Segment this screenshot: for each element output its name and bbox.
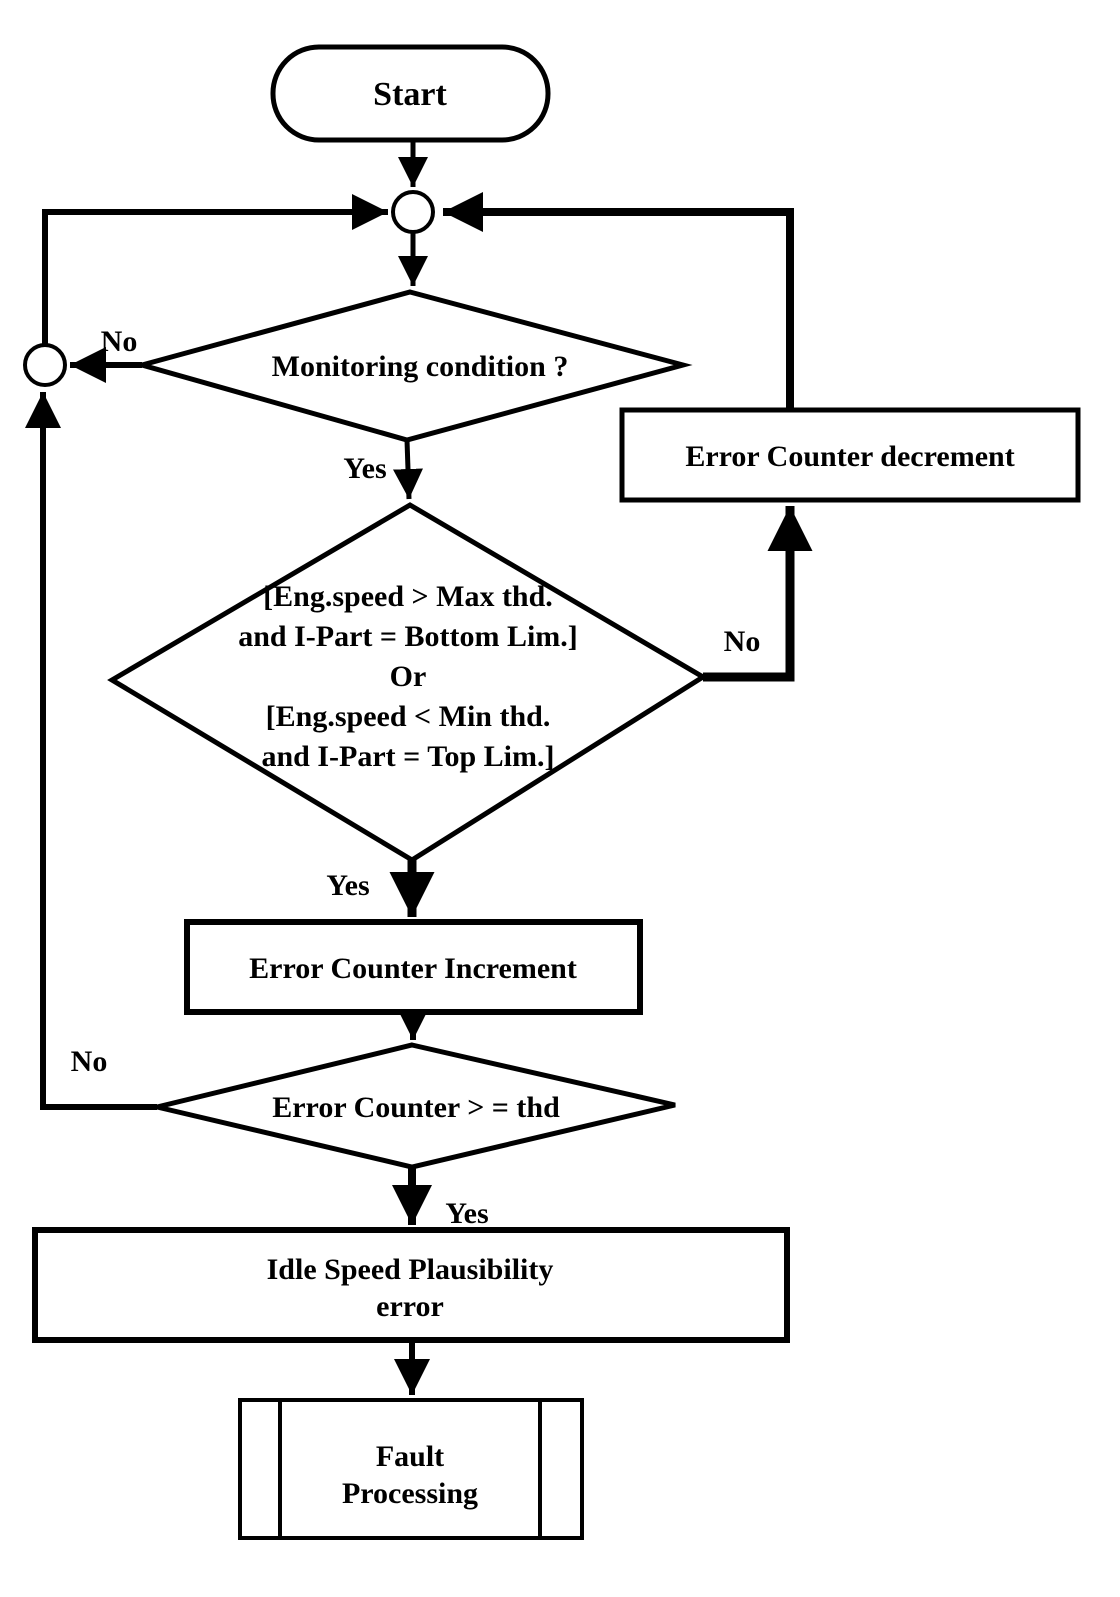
fault-processing-line-2: Processing bbox=[342, 1477, 478, 1510]
monitoring-decision-diamond bbox=[132, 289, 693, 443]
error-counter-decrement-label: Error Counter decrement bbox=[685, 440, 1014, 473]
idle-speed-error-line-2: error bbox=[376, 1290, 444, 1323]
fault-processing-line-1: Fault bbox=[376, 1440, 444, 1473]
error-counter-decision-label: Error Counter > = thd bbox=[272, 1091, 560, 1124]
monitoring-yes-label: Yes bbox=[343, 452, 386, 485]
condition-line-5: and I-Part = Top Lim.] bbox=[262, 740, 555, 773]
edge-monitoring-yes bbox=[392, 439, 423, 500]
monitoring-decision-label: Monitoring condition ? bbox=[272, 350, 569, 383]
error-counter-no-label: No bbox=[71, 1045, 108, 1078]
idle-speed-error-line-1: Idle Speed Plausibility bbox=[267, 1253, 554, 1286]
error-counter-decision-diamond bbox=[156, 1042, 676, 1170]
condition-line-4: [Eng.speed < Min thd. bbox=[266, 700, 551, 733]
edge-condition-no bbox=[703, 506, 813, 682]
fault-processing-box bbox=[238, 1398, 584, 1540]
condition-line-2: and I-Part = Bottom Lim.] bbox=[238, 620, 578, 653]
edge-left-loop-to-junction bbox=[42, 194, 388, 346]
condition-line-3: Or bbox=[390, 660, 427, 693]
start-label: Start bbox=[373, 76, 447, 113]
error-counter-yes-label: Yes bbox=[445, 1197, 488, 1230]
condition-yes-label: Yes bbox=[326, 869, 369, 902]
idle-speed-error-box bbox=[32, 1227, 790, 1343]
error-counter-increment-box bbox=[184, 919, 643, 1015]
condition-decision-diamond bbox=[107, 502, 708, 863]
condition-line-1: [Eng.speed > Max thd. bbox=[263, 580, 553, 613]
error-counter-decrement-box bbox=[619, 407, 1081, 503]
start-terminator bbox=[270, 44, 551, 143]
junction-connector-top bbox=[391, 190, 435, 234]
junction-connector-left bbox=[23, 343, 67, 387]
edge-decrement-to-junction bbox=[443, 192, 794, 410]
edge-errorcounter-no bbox=[24, 392, 157, 1110]
error-counter-increment-label: Error Counter Increment bbox=[249, 952, 577, 985]
condition-no-label: No bbox=[724, 625, 761, 658]
monitoring-no-label: No bbox=[101, 325, 138, 358]
